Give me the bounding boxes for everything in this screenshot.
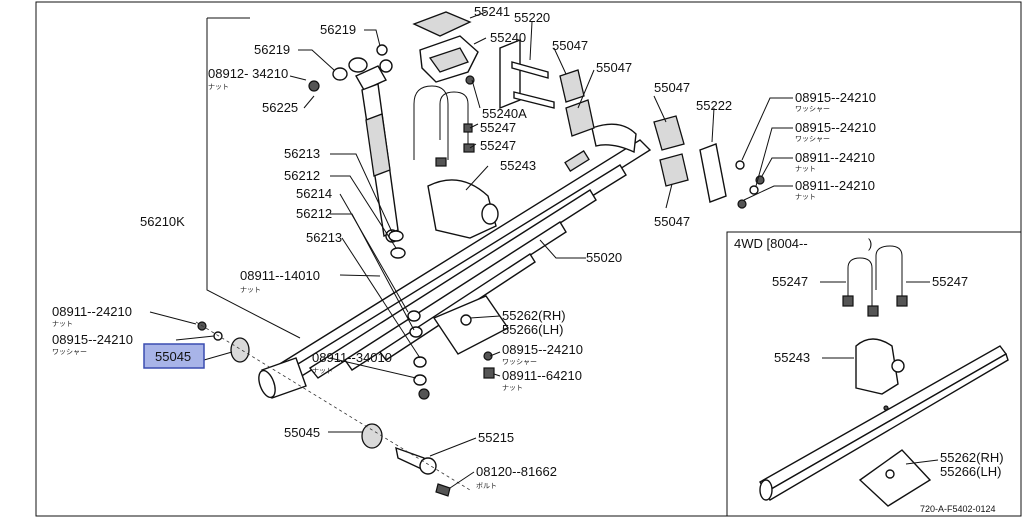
label-08915-24210-left-sub: ワッシャー xyxy=(52,348,87,356)
label-56213-b: 56213 xyxy=(306,230,342,245)
label-55020: 55020 xyxy=(586,250,622,265)
shock-absorber xyxy=(355,59,399,243)
bump-stop-55241 xyxy=(412,11,479,85)
label-08911-a-sub: ナット xyxy=(795,165,816,173)
part-labels: 56219 56219 08912- 34210 ナット 56225 55241… xyxy=(52,4,876,356)
label-55243: 55243 xyxy=(500,158,536,173)
assembly-bracket-56210k xyxy=(206,17,301,339)
label-08915-a: 08915--24210 xyxy=(795,90,876,105)
u-bolts xyxy=(413,85,475,167)
label-55047-b: 55047 xyxy=(596,60,632,75)
leader-lines xyxy=(149,11,793,489)
part-labels-lower: 55045 08911--34010 ナット 55262(RH) 55266(L… xyxy=(284,308,583,490)
label-56210k: 56210K xyxy=(140,214,185,229)
label-08911-b-sub: ナット xyxy=(795,193,816,201)
label-56212-a: 56212 xyxy=(284,168,320,183)
label-08915-b-sub: ワッシャー xyxy=(795,135,830,143)
label-55045-b: 55045 xyxy=(284,425,320,440)
lower-bushings xyxy=(388,230,430,400)
label-08912-34210: 08912- 34210 xyxy=(208,66,288,81)
label-08911-24210-left-sub: ナット xyxy=(52,320,73,328)
label-56213-a: 56213 xyxy=(284,146,320,161)
shock-bushings xyxy=(308,44,388,92)
label-08911-b: 08911--24210 xyxy=(795,178,875,193)
inset-label-55247-right: 55247 xyxy=(932,274,968,289)
label-56219-top: 56219 xyxy=(320,22,356,37)
label-55241: 55241 xyxy=(474,4,510,19)
label-55240: 55240 xyxy=(490,30,526,45)
label-56212-b: 56212 xyxy=(296,206,332,221)
label-08911-24210-left: 08911--24210 xyxy=(52,304,132,319)
label-08915-a-sub: ワッシャー xyxy=(795,105,830,113)
label-55262-rh: 55262(RH) xyxy=(502,308,566,323)
label-08911-64210-sub: ナット xyxy=(502,384,523,392)
label-55240a: 55240A xyxy=(482,106,527,121)
front-bushing-assembly xyxy=(197,321,451,497)
label-56225: 56225 xyxy=(262,100,298,115)
inset-title-end: ) xyxy=(868,236,872,251)
inset-title: 4WD [8004-- xyxy=(734,236,808,251)
label-08911-a: 08911--24210 xyxy=(795,150,875,165)
label-08911-14010: 08911--14010 xyxy=(240,268,320,283)
label-55047-c: 55047 xyxy=(654,80,690,95)
label-55247-a: 55247 xyxy=(480,120,516,135)
highlighted-part-55045[interactable]: 55045 xyxy=(143,343,205,369)
label-55220: 55220 xyxy=(514,10,550,25)
label-55045-highlighted[interactable]: 55045 xyxy=(155,349,191,364)
inset-label-55266: 55266(LH) xyxy=(940,464,1001,479)
shackle-55220 xyxy=(499,38,555,110)
right-fasteners xyxy=(735,160,765,209)
label-55266-lh: 55266(LH) xyxy=(502,322,563,337)
label-08915-b: 08915--24210 xyxy=(795,120,876,135)
inset-label-55262: 55262(RH) xyxy=(940,450,1004,465)
rear-bushings-55047 xyxy=(559,69,689,187)
footer-code: 720-A-F5402-0124 xyxy=(920,504,996,514)
label-08911-34010: 08911--34010 xyxy=(312,350,392,365)
label-08120-81662: 08120--81662 xyxy=(476,464,557,479)
label-08915-24210-mid-sub: ワッシャー xyxy=(502,358,537,366)
label-08915-24210-mid: 08915--24210 xyxy=(502,342,583,357)
inset-4wd: 4WD [8004-- ) 55247 55247 55243 55262(RH… xyxy=(726,231,1022,517)
label-55215: 55215 xyxy=(478,430,514,445)
label-56219-left: 56219 xyxy=(254,42,290,57)
label-08911-64210: 08911--64210 xyxy=(502,368,582,383)
label-08912-34210-sub: ナット xyxy=(208,83,229,91)
inset-label-55243: 55243 xyxy=(774,350,810,365)
label-55222: 55222 xyxy=(696,98,732,113)
label-56214: 56214 xyxy=(296,186,332,201)
label-55047-a: 55047 xyxy=(552,38,588,53)
label-08915-24210-left: 08915--24210 xyxy=(52,332,133,347)
label-08911-34010-sub: ナット xyxy=(312,367,333,375)
axle-seat-55243 xyxy=(427,179,499,239)
label-08120-81662-sub: ボルト xyxy=(476,482,497,490)
front-eye-tube xyxy=(258,357,307,399)
label-55247-b: 55247 xyxy=(480,138,516,153)
highlight-box[interactable] xyxy=(143,343,205,369)
label-08911-14010-sub: ナット xyxy=(240,286,261,294)
spring-plate-55262 xyxy=(432,295,510,379)
link-plate-55222 xyxy=(699,143,727,203)
inset-label-55247-left: 55247 xyxy=(772,274,808,289)
label-55047-d: 55047 xyxy=(654,214,690,229)
